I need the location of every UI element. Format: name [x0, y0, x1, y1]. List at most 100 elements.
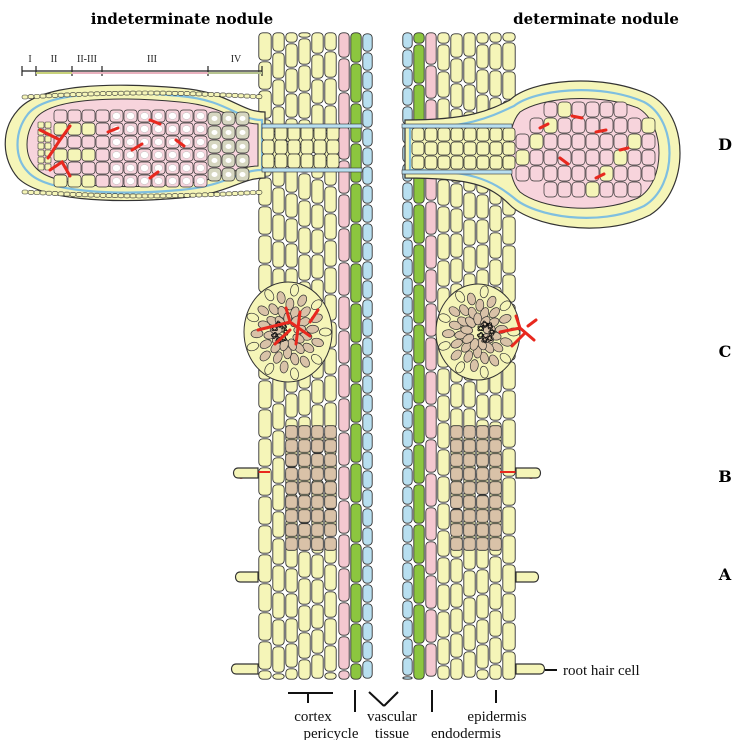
vacuole: [169, 178, 177, 185]
left-vascular-cell: [363, 623, 372, 640]
left-epidermis-cell: [259, 207, 271, 234]
nodule-cortex-cell: [202, 92, 208, 96]
det-infected-cell: [586, 134, 599, 149]
left-endodermis-cell: [351, 544, 361, 582]
left-primordium-cell: [299, 538, 311, 551]
right-cortex-col-cell: [451, 584, 462, 607]
det-infected-cell: [614, 102, 627, 117]
left-endodermis-cell: [351, 33, 361, 62]
left-vascular-cell: [363, 281, 372, 298]
neck-cell: [262, 140, 274, 154]
right-primordium-cell: [490, 510, 502, 523]
nodule-cortex-cell: [214, 192, 220, 196]
right-primordium-cell: [451, 440, 463, 453]
vacuole: [197, 165, 205, 172]
nodule-cortex-cell: [220, 93, 226, 97]
left-pericycle-cell: [339, 93, 349, 125]
left-cortex-col-cell: [273, 431, 284, 456]
left-cortex-col-cell: [286, 169, 297, 192]
det-infected-cell: [614, 118, 627, 133]
right-primordium-cell: [477, 440, 489, 453]
nodule-cortex-cell: [64, 93, 70, 97]
right-root-hair-cell: [516, 664, 545, 674]
left-vascular-cell: [363, 91, 372, 108]
right-vascular-cell: [403, 88, 412, 105]
right-endodermis-cell: [414, 605, 424, 643]
nodule-cortex-cell: [100, 92, 106, 96]
nodule-cortex-cell: [184, 92, 190, 96]
right-vascular-cell: [403, 278, 412, 295]
right-endodermis-cell: [414, 245, 424, 283]
nodule-cortex-cell: [52, 192, 58, 196]
det-neck-cell: [477, 142, 489, 155]
right-vascular-cell: [403, 544, 412, 561]
left-vascular-cell: [363, 585, 372, 602]
left-primordium-cell: [325, 454, 337, 467]
right-endodermis-cell: [414, 525, 424, 563]
left-vascular-cell: [363, 414, 372, 431]
vacuole: [226, 158, 232, 163]
right-endodermis-cell: [414, 445, 424, 483]
det-neck-cell: [490, 156, 502, 169]
infected-cell: [96, 110, 109, 122]
left-primordium-cell: [312, 496, 324, 509]
left-cortex-col-cell: [299, 390, 310, 415]
infected-cell: [82, 175, 95, 187]
right-vascular-cell: [403, 69, 412, 86]
left-cortex-col-cell: [286, 569, 297, 592]
left-cortex-col-cell: [299, 33, 310, 37]
infected-cell: [82, 162, 95, 174]
right-cortex-col-cell: [464, 382, 475, 407]
left-epidermis-cell: [259, 671, 271, 679]
det-infected-cell: [572, 166, 585, 181]
det-infected-cell: [558, 134, 571, 149]
left-cortex-col-cell: [299, 174, 310, 199]
right-epidermis-cell: [503, 623, 515, 650]
right-cortex-col-cell: [490, 395, 501, 420]
right-pericycle-cell: [426, 644, 436, 676]
meristem-cell: [38, 122, 44, 128]
vacuole: [197, 139, 205, 146]
infected-cell: [96, 123, 109, 135]
det-infected-cell: [530, 150, 543, 165]
left-cortex-col-cell: [312, 605, 323, 628]
det-infected-cell: [614, 182, 627, 197]
neck-cell: [314, 154, 326, 168]
right-primordium-cell: [477, 468, 489, 481]
nodule-cortex-cell: [94, 193, 100, 197]
nodule-cortex-cell: [160, 91, 166, 95]
det-infected-cell: [544, 102, 557, 117]
right-cortex-col-cell: [477, 595, 488, 618]
infected-cell: [96, 136, 109, 148]
right-endodermis-cell: [414, 325, 424, 363]
neck-cell: [301, 140, 313, 154]
right-pericycle-cell: [426, 610, 436, 642]
right-cortex-col-cell: [451, 184, 462, 207]
infected-cell: [54, 175, 67, 187]
right-epidermis-cell: [503, 246, 515, 273]
right-cortex-col-cell: [490, 206, 501, 231]
nodule-cortex-cell: [190, 92, 196, 96]
left-cortex-col-cell: [312, 55, 323, 78]
right-cortex-col-cell: [464, 571, 475, 596]
det-infected-cell: [642, 118, 655, 133]
left-pericycle-cell: [339, 127, 349, 159]
right-cortex-col-cell: [438, 639, 449, 664]
right-pericycle-cell: [426, 542, 436, 574]
det-neck-cell: [503, 128, 515, 141]
left-primordium-cell: [286, 440, 298, 453]
right-primordium-cell: [477, 426, 489, 439]
left-primordium-cell: [325, 482, 337, 495]
left-primordium-cell: [286, 426, 298, 439]
right-cortex-col-cell: [438, 396, 449, 421]
right-vascular-cell: [403, 506, 412, 523]
nodule-cortex-cell: [256, 95, 262, 99]
left-vascular-cell: [363, 319, 372, 336]
zone-ii-iii-label: II-III: [77, 54, 97, 65]
left-cortex-col-cell: [325, 33, 336, 50]
vacuole: [183, 165, 191, 172]
det-infected-cell: [586, 102, 599, 117]
right-cortex-col-cell: [438, 261, 449, 286]
left-cortex-col-cell: [299, 552, 310, 577]
